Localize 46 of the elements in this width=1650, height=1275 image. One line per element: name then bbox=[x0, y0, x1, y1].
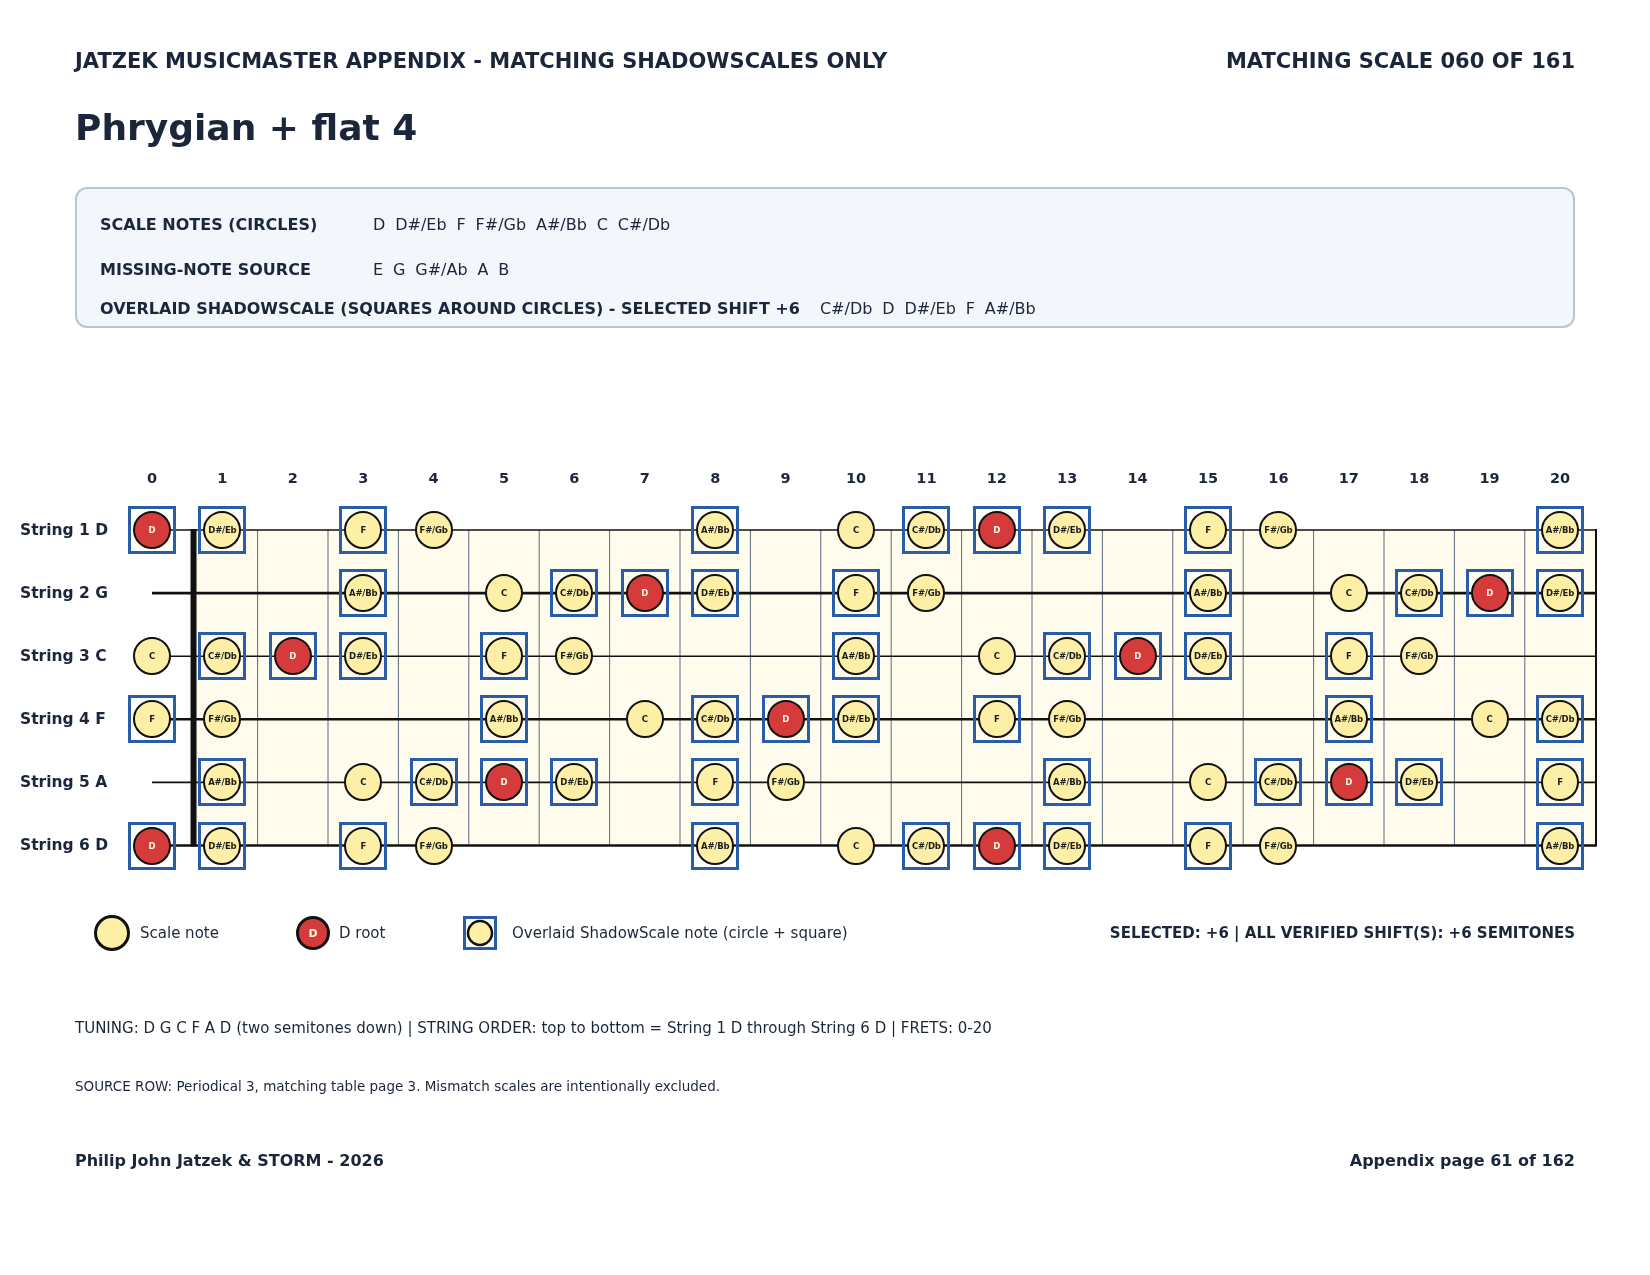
fret-number: 2 bbox=[287, 469, 298, 487]
scale-counter: MATCHING SCALE 060 OF 161 bbox=[1225, 48, 1575, 74]
note-list: C#/Db D D#/Eb F A#/Bb bbox=[819, 299, 1036, 319]
fret-number: 17 bbox=[1338, 469, 1359, 487]
string-label: String 3 C bbox=[20, 646, 107, 666]
fret-number: 14 bbox=[1127, 469, 1148, 487]
fret-number: 3 bbox=[358, 469, 369, 487]
fret-number: 16 bbox=[1268, 469, 1289, 487]
fret-number: 20 bbox=[1549, 469, 1571, 487]
note-list: E G G#/Ab A B bbox=[373, 260, 510, 280]
fret-number: 6 bbox=[569, 469, 580, 487]
legend-label: Overlaid ShadowScale note (circle + square) bbox=[512, 923, 848, 943]
fret-number: 13 bbox=[1057, 469, 1078, 487]
fret-number: 4 bbox=[428, 469, 439, 487]
fret-number: 18 bbox=[1409, 469, 1430, 487]
legend-label: D root bbox=[339, 923, 386, 943]
string-label: String 2 G bbox=[20, 583, 108, 603]
string-label: String 6 D bbox=[20, 836, 109, 855]
header-text: JATZEK MUSICMASTER APPENDIX - MATCHING SHADOWSCALES ONLY bbox=[75, 48, 888, 74]
source-note: SOURCE ROW: Periodical 3, matching table page 3. Mismatch scales are intentionally excluded. bbox=[75, 1077, 721, 1095]
footer-credit: Philip John Jatzek & STORM - 2026 bbox=[75, 1151, 384, 1171]
info-label: OVERLAID SHADOWSCALE (SQUARES AROUND CIRCLES) - SELECTED SHIFT +6 bbox=[100, 299, 800, 319]
string-label: String 1 D bbox=[20, 520, 109, 540]
fret-number: 11 bbox=[916, 469, 937, 487]
note-list: D D#/Eb F F#/Gb A#/Bb C C#/Db bbox=[373, 215, 671, 235]
legend-label: Scale note bbox=[140, 923, 219, 943]
fret-number: 15 bbox=[1197, 469, 1219, 487]
fret-number: 10 bbox=[845, 469, 867, 487]
page-number: Appendix page 61 of 162 bbox=[1349, 1151, 1575, 1171]
root-note-circle: D bbox=[296, 916, 330, 950]
fret-number: 0 bbox=[146, 469, 158, 487]
string-label: String 5 A bbox=[20, 772, 108, 792]
page-title: Phrygian + flat 4 bbox=[75, 105, 418, 150]
fret-number: 8 bbox=[710, 469, 721, 487]
fret-number: 7 bbox=[639, 469, 650, 487]
fret-number: 12 bbox=[986, 469, 1007, 487]
tuning-note: TUNING: D G C F A D (two semitones down) | STRING ORDER: top to bottom = String 1 D through String 6 D | FRETS: 0-20 bbox=[75, 1018, 992, 1038]
fret-number: 19 bbox=[1479, 469, 1500, 487]
fret-number: 5 bbox=[498, 469, 510, 487]
info-label: SCALE NOTES (CIRCLES) bbox=[100, 215, 319, 235]
fret-number: 1 bbox=[217, 469, 228, 487]
fret-number: 9 bbox=[780, 469, 791, 487]
shift-summary: SELECTED: +6 | ALL VERIFIED SHIFT(S): +6 SEMITONES bbox=[1109, 923, 1575, 943]
string-label: String 4 F bbox=[20, 709, 106, 729]
info-panel bbox=[75, 187, 1575, 328]
info-label: MISSING-NOTE SOURCE bbox=[100, 260, 312, 280]
